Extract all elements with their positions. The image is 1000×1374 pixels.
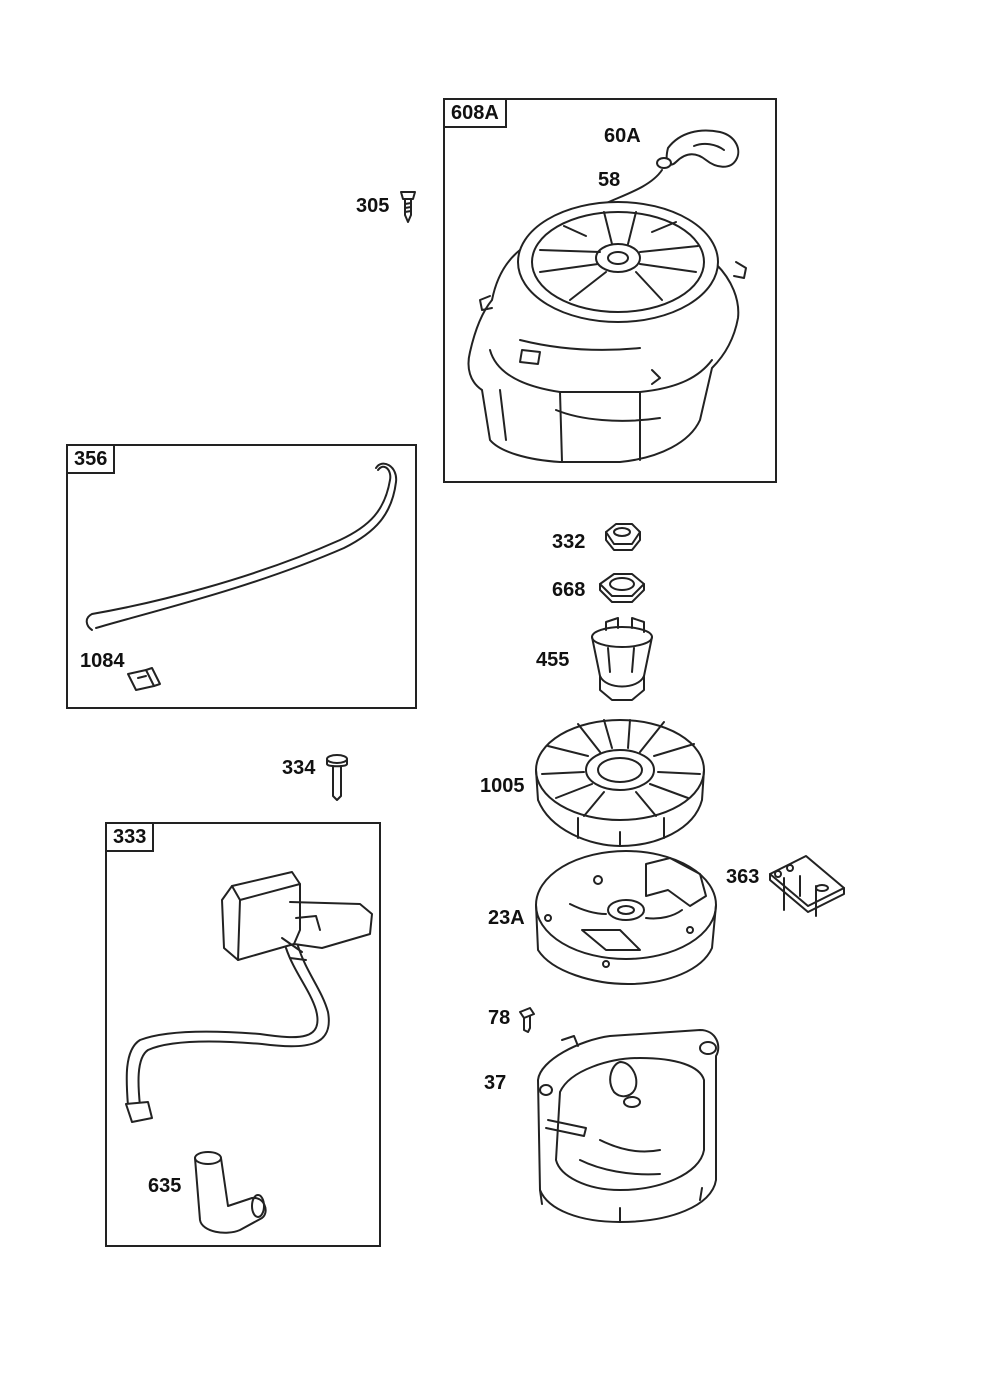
stop-wire-356-icon	[85, 462, 398, 631]
callout-363: 363	[726, 866, 760, 888]
blower-housing-37-icon	[537, 1029, 720, 1223]
callout-1084: 1084	[80, 650, 125, 672]
screw-305-icon	[400, 191, 416, 223]
spark-plug-boot-635-icon	[194, 1151, 267, 1234]
bracket-363-icon	[769, 855, 845, 917]
stop-wire-box: 356	[66, 444, 417, 709]
washer-668-icon	[599, 573, 645, 603]
callout-58: 58	[598, 169, 621, 191]
callout-635: 635	[148, 1175, 182, 1197]
terminal-1084-icon	[127, 667, 161, 691]
recoil-starter-608A-icon	[467, 201, 747, 463]
callout-78: 78	[488, 1007, 511, 1029]
screw-78-icon	[519, 1007, 535, 1033]
starter-handle-60A-icon	[656, 129, 740, 169]
ignition-armature-box: 333	[105, 822, 381, 1247]
starter-cup-455-icon	[591, 617, 653, 701]
callout-60A: 60A	[604, 125, 641, 147]
callout-332: 332	[552, 531, 586, 553]
callout-23A: 23A	[488, 907, 525, 929]
box-label-333: 333	[105, 822, 155, 852]
bolt-334-icon	[326, 754, 348, 801]
recoil-starter-box: 608A	[443, 98, 777, 483]
callout-668: 668	[552, 579, 586, 601]
callout-1005: 1005	[480, 775, 525, 797]
flywheel-23A-icon	[535, 850, 717, 985]
ignition-armature-333-icon	[125, 871, 373, 1123]
nut-332-icon	[605, 523, 641, 551]
box-label-356: 356	[66, 444, 116, 474]
fan-1005-icon	[535, 719, 705, 847]
box-label-608A: 608A	[443, 98, 507, 128]
callout-455: 455	[536, 649, 570, 671]
callout-334: 334	[282, 757, 316, 779]
callout-305: 305	[356, 195, 390, 217]
callout-37: 37	[484, 1072, 507, 1094]
